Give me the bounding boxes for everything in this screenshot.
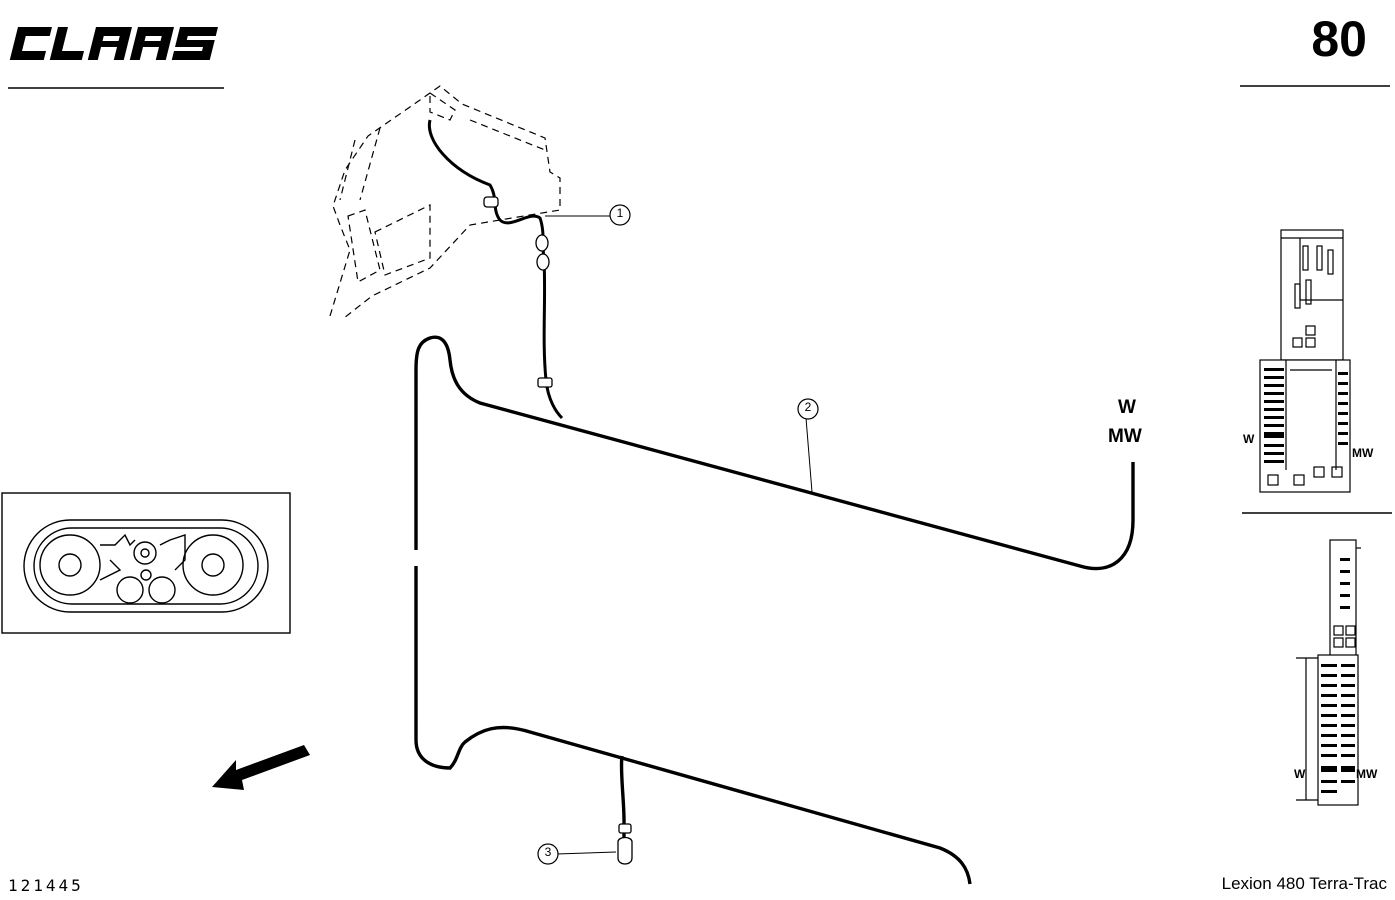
fuse-strip-top (1264, 368, 1348, 463)
fuse-box-bottom-icon (1296, 539, 1361, 806)
callout-2: 2 (804, 400, 812, 414)
fuse-top-label-w: W (1243, 432, 1255, 446)
claas-logo (9, 27, 218, 60)
track-overview-icon (1, 492, 291, 634)
label-w: W (1118, 397, 1136, 418)
machine-outline (329, 85, 561, 319)
direction-arrow-icon (212, 745, 310, 790)
model-name: Lexion 480 Terra-Trac (1221, 874, 1387, 893)
cable-2 (414, 335, 1135, 885)
fuse-strip-bottom (1321, 558, 1355, 793)
connector-3 (617, 823, 633, 865)
callout-1-circle (609, 204, 631, 226)
callout-1: 1 (616, 206, 624, 220)
page-number: 80 (1311, 11, 1367, 67)
cable-1 (427, 119, 564, 420)
callout-3: 3 (544, 845, 552, 859)
fuse-bottom-label-w: W (1294, 767, 1306, 781)
callout-2-circle (797, 398, 819, 420)
fuse-top-label-mw: MW (1352, 446, 1374, 460)
fuse-bottom-label-mw: MW (1356, 767, 1378, 781)
callout-3-circle (537, 843, 559, 865)
drawing-number: 121445 (8, 876, 84, 895)
label-mw: MW (1108, 426, 1142, 447)
fuse-box-top-icon (1259, 229, 1351, 493)
